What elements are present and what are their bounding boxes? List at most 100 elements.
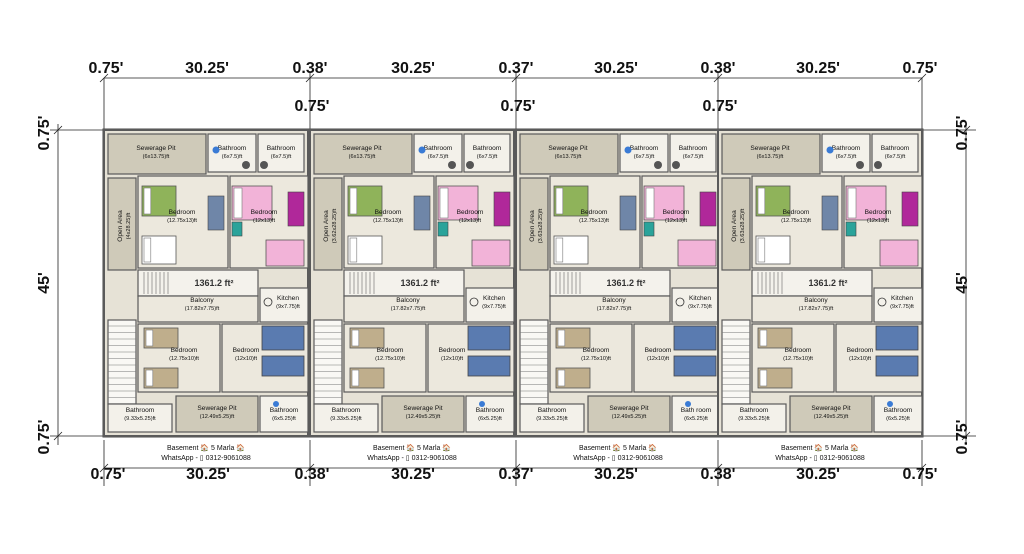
bed-4b — [261, 355, 305, 377]
bedroom-3-label-title: Bedroom — [377, 347, 404, 354]
bathroom-bottom — [107, 403, 173, 433]
sewerage-pit-top-label: Sewerage Pit(6x13.75)ft — [750, 145, 789, 160]
bed-3-pillow — [351, 329, 360, 347]
bathroom-top-1-label: Bathroom(6x7.5)ft — [424, 145, 453, 160]
balcony — [751, 295, 873, 323]
bed-4 — [261, 325, 305, 351]
dim-top-4: 0.37' — [499, 60, 534, 77]
balcony — [137, 295, 259, 323]
kitchen-label-title: Kitchen — [277, 295, 299, 302]
bedroom-4-label: Bedroom(12x10)ft — [233, 347, 260, 362]
sofa-2 — [699, 191, 717, 227]
open-area-label-title: Open Area — [323, 210, 330, 242]
balcony-label: Balcony(17.82x7.75)ft — [391, 297, 426, 312]
open-area-label: Open Area(3.62x28.25)ft — [323, 208, 338, 243]
toilet-icon — [654, 161, 662, 169]
bedroom-1-label: Bedroom(12.75x13)ft — [373, 209, 403, 224]
open-area-label-title: Open Area — [117, 210, 124, 242]
kitchen-label-title: Kitchen — [689, 295, 711, 302]
bedroom-1-label-title: Bedroom — [169, 209, 196, 216]
sewerage-pit-top-label-size: (6x13.75)ft — [555, 154, 582, 160]
area-tag: 1361.2 ft² — [400, 278, 439, 288]
drain-icon — [826, 146, 834, 154]
bathroom-bottom-2-label-title: Bathroom — [476, 407, 505, 414]
bed-1b — [755, 235, 791, 265]
sewerage-pit-bottom — [175, 395, 259, 433]
dim-bottom-4: 0.37' — [499, 466, 534, 483]
bathroom-top-1-label-title: Bathroom — [630, 145, 659, 152]
balcony-label-title: Balcony — [396, 297, 420, 304]
top-dimensions: 0.75' 30.25' 0.38' 30.25' 0.37' 30.25' 0… — [89, 60, 938, 77]
bathroom-bottom-label-title: Bathroom — [740, 407, 769, 414]
bathroom-top-1-label-size: (6x7.5)ft — [836, 154, 857, 160]
bedroom-2-label-size: (12x13)ft — [665, 218, 688, 224]
open-area-label-title: Open Area — [529, 210, 536, 242]
dim-right-0: 0.75' — [954, 116, 971, 151]
sofa-2 — [493, 191, 511, 227]
bedroom-3-label: Bedroom(12.75x10)ft — [581, 347, 611, 362]
kitchen-label-size: (9x7.75)ft — [482, 304, 506, 310]
bed-1b — [347, 235, 383, 265]
drain-icon — [212, 146, 220, 154]
toilet-icon — [466, 161, 474, 169]
bed-1-pillow — [143, 187, 152, 215]
bed-2-pillow — [439, 187, 449, 219]
sewerage-pit-top — [313, 133, 413, 175]
bedroom-2-label-title: Bedroom — [457, 209, 484, 216]
kitchen — [259, 287, 309, 323]
bed-1b-pillow — [143, 237, 152, 263]
bathroom-top-2-label: Bathroom(6x7.5)ft — [473, 145, 502, 160]
toilet-icon — [856, 161, 864, 169]
kitchen-label: Kitchen(9x7.75)ft — [688, 295, 712, 310]
bed-2 — [231, 185, 273, 221]
bathroom-top-1-label-size: (6x7.5)ft — [428, 154, 449, 160]
sewerage-pit-bottom-label-size: (12.49x5.25)ft — [200, 414, 235, 420]
bathroom-bottom-label: Bathroom(9.33x5.25)ft — [738, 407, 770, 422]
bed-3b-pillow — [557, 369, 566, 387]
bedroom-3-label: Bedroom(12.75x10)ft — [375, 347, 405, 362]
sewerage-pit-bottom-label: Sewerage Pit(12.49x5.25)ft — [197, 405, 236, 420]
stair-landing — [137, 269, 259, 297]
bathroom-bottom-2 — [671, 395, 721, 433]
bathroom-top-2-label-size: (6x7.5)ft — [885, 154, 906, 160]
bathroom-bottom-2-label-size: (6x5.25)ft — [272, 416, 296, 422]
dim-top-5: 30.25' — [594, 60, 638, 77]
bed-1b — [141, 235, 177, 265]
bathroom-bottom-label: Bathroom(9.33x5.25)ft — [330, 407, 362, 422]
dim-top-7: 30.25' — [796, 60, 840, 77]
dim-bottom-5: 30.25' — [594, 466, 638, 483]
bed-1 — [347, 185, 383, 217]
bed-4b — [875, 355, 919, 377]
bathroom-bottom-label-title: Bathroom — [126, 407, 155, 414]
toilet-icon — [260, 161, 268, 169]
chair-2 — [231, 221, 243, 237]
sewerage-pit-bottom-label: Sewerage Pit(12.49x5.25)ft — [609, 405, 648, 420]
dim-top-6: 0.38' — [701, 60, 736, 77]
bedroom-2-label-size: (12x13)ft — [867, 218, 890, 224]
bedroom-4-label-size: (12x10)ft — [441, 356, 464, 362]
bathroom-top-2-label-size: (6x7.5)ft — [683, 154, 704, 160]
bed-4 — [875, 325, 919, 351]
bathroom-top-1-label: Bathroom(6x7.5)ft — [218, 145, 247, 160]
sofa-1 — [619, 195, 637, 231]
bathroom-top-2-label-title: Bathroom — [473, 145, 502, 152]
drain-icon — [624, 146, 632, 154]
bathroom-bottom-2-label-size: (6x5.25)ft — [684, 416, 708, 422]
dim-inner-0: 0.75' — [295, 98, 330, 115]
sewerage-pit-top — [107, 133, 207, 175]
sewerage-pit-bottom-label-size: (12.49x5.25)ft — [814, 414, 849, 420]
bathroom-top-2-label-size: (6x7.5)ft — [271, 154, 292, 160]
bathroom-top-1-label: Bathroom(6x7.5)ft — [630, 145, 659, 160]
sewerage-pit-bottom — [789, 395, 873, 433]
drain-icon — [685, 401, 691, 407]
balcony-label-title: Balcony — [804, 297, 828, 304]
bedroom-3-label: Bedroom(12.75x10)ft — [783, 347, 813, 362]
balcony-label-title: Balcony — [190, 297, 214, 304]
bathroom-top-1-label-size: (6x7.5)ft — [222, 154, 243, 160]
bedroom-4-label-title: Bedroom — [847, 347, 874, 354]
bed-3b — [555, 367, 591, 389]
dim-inner-1: 0.75' — [501, 98, 536, 115]
bed-1-pillow — [349, 187, 358, 215]
unit-1: Sewerage Pit(6x13.75)ftBathroom(6x7.5)ft… — [103, 129, 309, 437]
